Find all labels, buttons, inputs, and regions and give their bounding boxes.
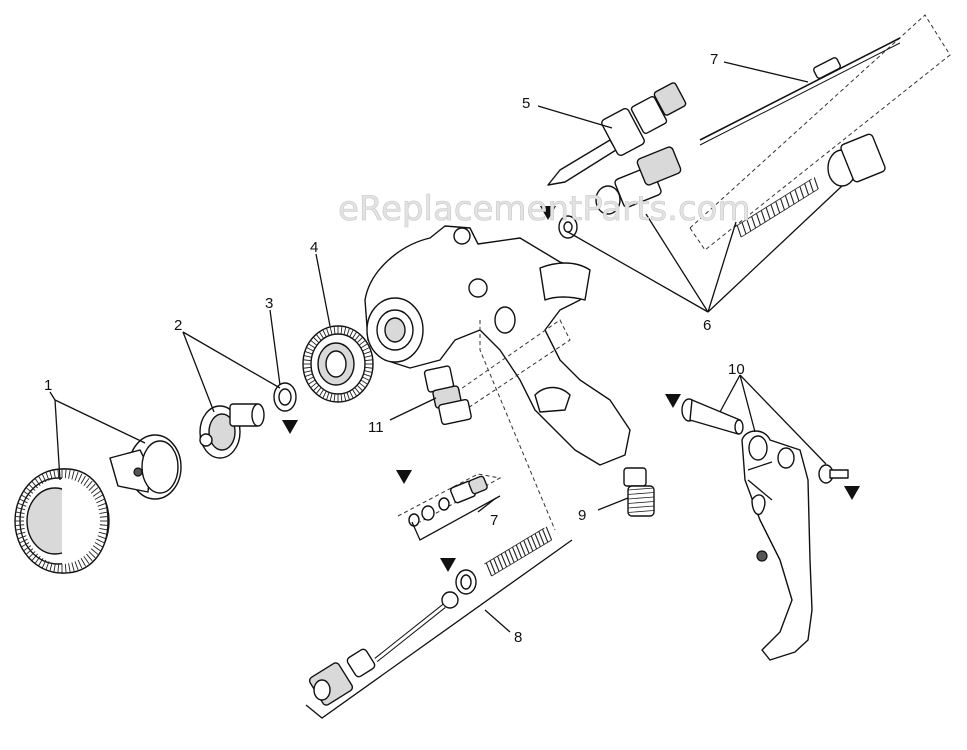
callout-10: 10 <box>728 361 745 378</box>
triangle-down-icon <box>540 206 556 220</box>
part-4-baffle <box>302 325 374 403</box>
part-11-fluid-inlet <box>423 365 472 426</box>
part-1-retaining-ring <box>14 468 110 574</box>
part-5-valve-assembly <box>547 82 687 186</box>
part-10-trigger <box>741 430 813 661</box>
triangle-down-icon <box>665 394 681 408</box>
callout-7-needle: 7 <box>710 51 718 68</box>
callout-5: 5 <box>522 95 530 112</box>
triangle-markers <box>282 206 860 572</box>
part-8-valve-stem-assembly <box>308 319 571 706</box>
watermark-text: eReplacementParts.com <box>338 189 751 229</box>
part-7-fluid-needle <box>699 37 901 146</box>
callout-labels: 1 2 3 4 5 6 7 7 8 9 10 11 <box>44 51 745 646</box>
callout-9: 9 <box>578 507 586 524</box>
leader-lines <box>49 61 843 719</box>
callout-4: 4 <box>310 239 318 256</box>
callout-2: 2 <box>174 317 182 334</box>
triangle-down-icon <box>440 558 456 572</box>
callout-3: 3 <box>265 295 273 312</box>
part-10-trigger-pin <box>681 398 744 435</box>
triangle-down-icon <box>282 420 298 434</box>
triangle-down-icon <box>396 470 412 484</box>
triangle-down-icon <box>844 486 860 500</box>
part-9-air-inlet <box>623 467 655 517</box>
part-7-packing-set <box>397 473 502 527</box>
callout-11: 11 <box>368 419 384 436</box>
callout-1: 1 <box>44 377 52 394</box>
part-10-trigger-screw <box>818 464 849 484</box>
spray-gun-body <box>364 225 631 466</box>
callout-8: 8 <box>514 629 522 646</box>
callout-7-packing: 7 <box>490 512 498 529</box>
part-1-air-cap <box>109 434 182 500</box>
callout-6: 6 <box>703 317 711 334</box>
part-3-seal-washer <box>273 382 297 412</box>
part-2-fluid-nozzle <box>199 403 265 459</box>
